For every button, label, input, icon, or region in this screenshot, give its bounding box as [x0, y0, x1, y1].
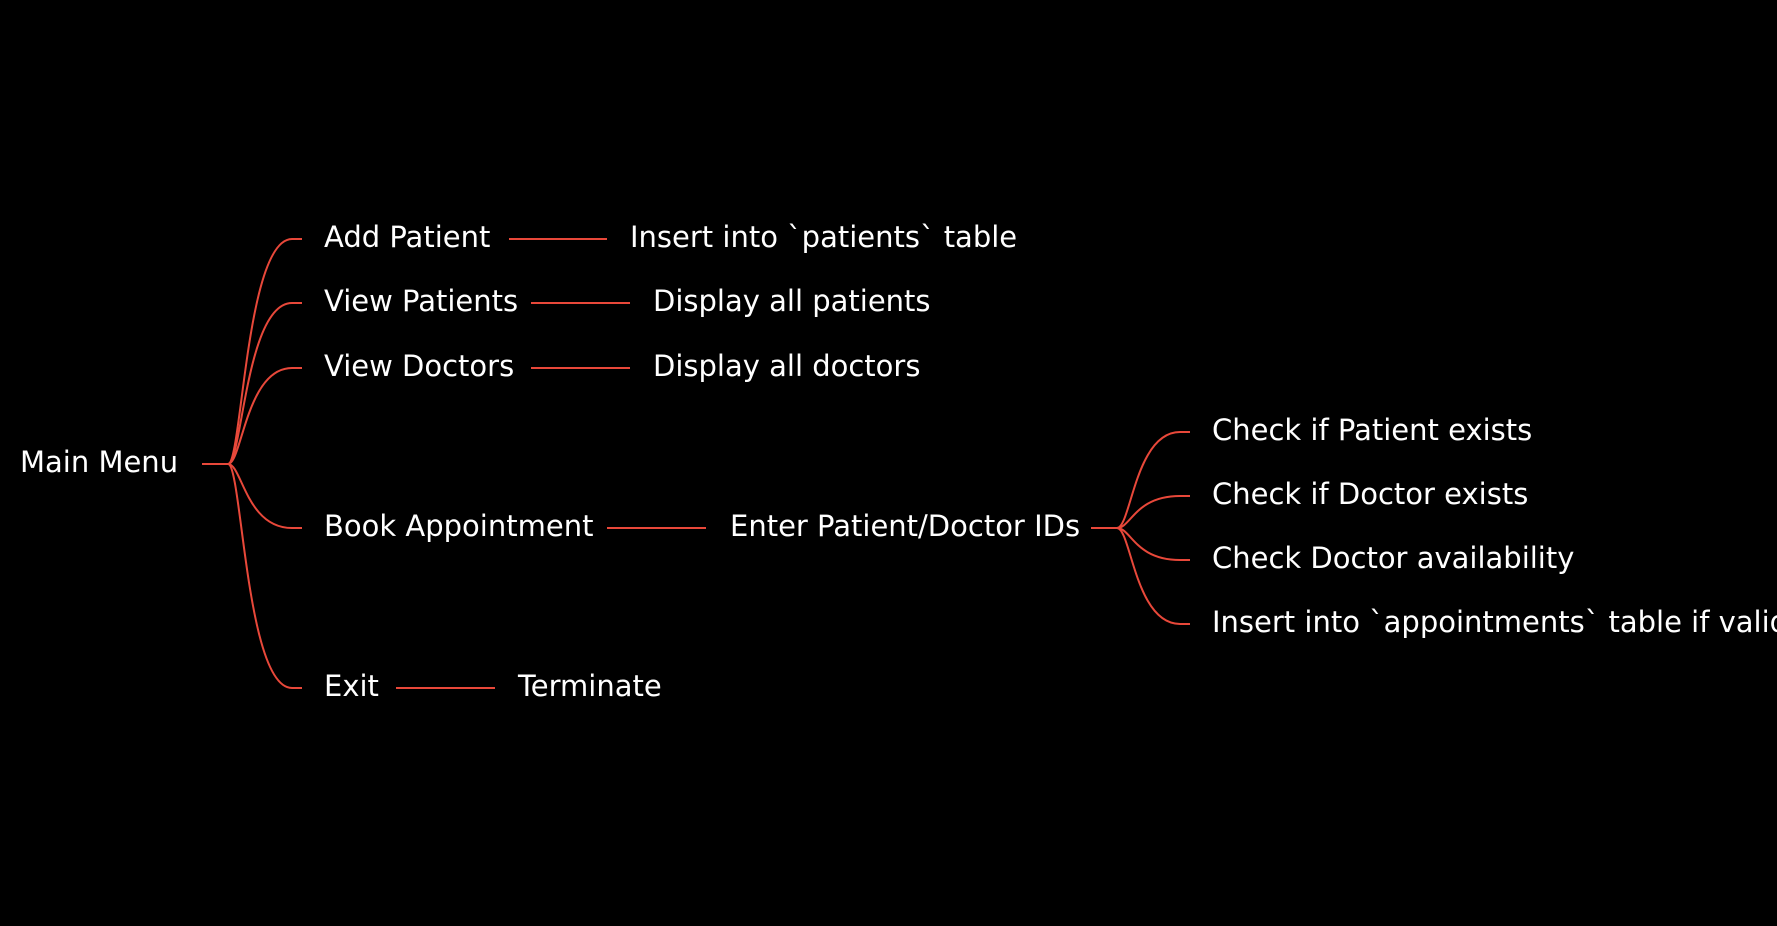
- node-add-patient: Add Patient: [324, 220, 490, 254]
- connector-check-availability: [1116, 527, 1190, 561]
- node-terminate: Terminate: [517, 669, 662, 703]
- root-node-main-menu: Main Menu: [20, 445, 178, 479]
- connector-check-patient: [1116, 431, 1190, 529]
- node-display-all-patients: Display all patients: [653, 284, 931, 318]
- node-view-patients: View Patients: [324, 284, 518, 318]
- node-book-appointment: Book Appointment: [324, 509, 593, 543]
- node-enter-patient-doctor-ids: Enter Patient/Doctor IDs: [730, 509, 1080, 543]
- node-check-patient-exists: Check if Patient exists: [1212, 413, 1532, 447]
- node-exit: Exit: [324, 669, 379, 703]
- connector-add-patient: [227, 238, 302, 465]
- connector-check-doctor: [1116, 495, 1190, 529]
- connector-view-doctors: [227, 367, 302, 465]
- node-insert-into-patients-table: Insert into `patients` table: [630, 220, 1017, 254]
- connector-book-appointment: [227, 463, 302, 529]
- connector-view-patients: [227, 302, 302, 465]
- node-insert-into-appointments-table: Insert into `appointments` table if vali…: [1212, 605, 1777, 639]
- connector-insert-appointments: [1116, 527, 1190, 625]
- node-view-doctors: View Doctors: [324, 349, 514, 383]
- node-check-doctor-exists: Check if Doctor exists: [1212, 477, 1528, 511]
- node-check-doctor-availability: Check Doctor availability: [1212, 541, 1574, 575]
- node-display-all-doctors: Display all doctors: [653, 349, 920, 383]
- connector-exit: [227, 463, 302, 689]
- connector-layer: [202, 238, 1190, 689]
